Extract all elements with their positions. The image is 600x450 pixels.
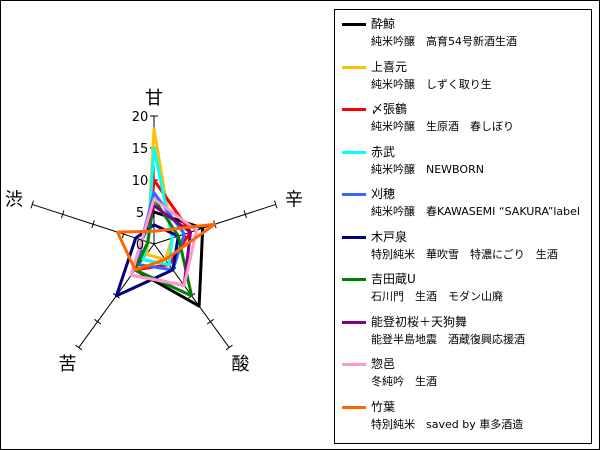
radar-chart: 甘辛酸 苦 渋 0 5 10 15 20 bbox=[5, 88, 303, 375]
legend-swatch bbox=[342, 320, 366, 324]
legend: 酔鯨純米吟醸 高育54号新酒生酒上喜元純米吟醸 しずく取り生〆張鶴純米吟醸 生原… bbox=[334, 9, 592, 444]
legend-series-subtitle: 純米吟醸 高育54号新酒生酒 bbox=[371, 35, 517, 48]
label-layer: 甘辛酸 苦 渋 0 5 10 15 20 bbox=[5, 88, 303, 375]
series-line-5 bbox=[114, 223, 180, 298]
axis-label-0: 甘 bbox=[145, 88, 163, 109]
legend-swatch bbox=[342, 65, 366, 69]
axis-label-1: 辛 bbox=[285, 190, 303, 211]
legend-series-name: 上喜元 bbox=[371, 59, 408, 74]
legend-swatch bbox=[342, 278, 366, 281]
scale-tick-label: 0 bbox=[136, 238, 144, 253]
legend-item: 刈穂純米吟醸 春KAWASEMI “SAKURA”label bbox=[335, 186, 591, 226]
series-line-8 bbox=[129, 197, 199, 287]
scale-tick-label: 20 bbox=[132, 110, 149, 125]
legend-item: 惣邑冬純吟 生酒 bbox=[335, 356, 591, 396]
legend-series-subtitle: 能登半島地震 酒蔵復興応援酒 bbox=[371, 332, 525, 346]
legend-series-name: 〆張鶴 bbox=[371, 102, 408, 116]
legend-series-name: 刈穂 bbox=[371, 187, 396, 201]
axis-tick bbox=[274, 200, 278, 209]
legend-item: 赤武純米吟醸 NEWBORN bbox=[335, 144, 591, 184]
axis-label-3: 苦 bbox=[58, 354, 76, 375]
legend-item: 〆張鶴純米吟醸 生原酒 春しぼり bbox=[335, 101, 591, 141]
axis-label-2: 酸 bbox=[232, 354, 250, 375]
legend-item: 木戸泉特別純米 華吹雪 特濃にごり 生酒 bbox=[335, 229, 591, 269]
legend-series-subtitle: 特別純米 saved by 車多酒造 bbox=[371, 417, 524, 431]
legend-series-subtitle: 純米吟醸 春KAWASEMI “SAKURA”label bbox=[371, 205, 580, 218]
legend-item: 酔鯨純米吟醸 高育54号新酒生酒 bbox=[335, 16, 591, 56]
axis-tick bbox=[243, 210, 248, 219]
axis-tick bbox=[225, 344, 233, 351]
legend-series-subtitle: 純米吟醸 NEWBORN bbox=[371, 162, 484, 176]
legend-swatch bbox=[342, 23, 366, 26]
legend-series-subtitle: 純米吟醸 生原酒 春しぼり bbox=[371, 120, 514, 133]
legend-swatch bbox=[342, 108, 366, 111]
legend-item: 上喜元純米吟醸 しずく取り生 bbox=[335, 59, 591, 99]
legend-swatch bbox=[342, 363, 366, 366]
legend-item: 能登初桜＋天狗舞能登半島地震 酒蔵復興応援酒 bbox=[335, 314, 591, 354]
axis-tick bbox=[206, 318, 214, 325]
legend-item: 吉田蔵U 石川門 生酒 モダン山廃 bbox=[335, 271, 591, 311]
axis-tick bbox=[30, 200, 34, 209]
legend-series-name: 能登初桜＋天狗舞 bbox=[371, 314, 468, 329]
legend-series-name: 吉田蔵U bbox=[371, 272, 416, 286]
legend-swatch bbox=[342, 235, 366, 239]
axis-label-4: 渋 bbox=[5, 190, 23, 211]
legend-swatch bbox=[342, 193, 366, 196]
legend-series-subtitle: 特別純米 華吹雪 特濃にごり 生酒 bbox=[371, 247, 558, 261]
scale-tick-label: 15 bbox=[132, 142, 149, 157]
legend-series-name: 惣邑 bbox=[371, 357, 396, 371]
legend-series-name: 赤武 bbox=[371, 144, 396, 159]
legend-swatch bbox=[342, 405, 366, 409]
scale-tick-label: 5 bbox=[136, 206, 144, 221]
axis-tick bbox=[60, 210, 65, 219]
scale-tick-label: 10 bbox=[132, 174, 149, 189]
legend-series-subtitle: 冬純吟 生酒 bbox=[371, 375, 437, 388]
legend-series-name: 酔鯨 bbox=[371, 17, 396, 31]
axis-tick bbox=[91, 220, 95, 229]
legend-swatch bbox=[342, 150, 366, 154]
legend-series-name: 竹葉 bbox=[371, 399, 396, 414]
legend-item: 竹葉特別純米 saved by 車多酒造 bbox=[335, 399, 591, 439]
axis-tick bbox=[94, 318, 102, 325]
series-line-9 bbox=[116, 222, 217, 272]
legend-series-subtitle: 純米吟醸 しずく取り生 bbox=[371, 77, 492, 91]
series-layer bbox=[114, 127, 217, 308]
axis-tick bbox=[75, 344, 83, 351]
legend-series-subtitle: 石川門 生酒 モダン山廃 bbox=[371, 290, 503, 303]
legend-series-name: 木戸泉 bbox=[371, 229, 408, 244]
